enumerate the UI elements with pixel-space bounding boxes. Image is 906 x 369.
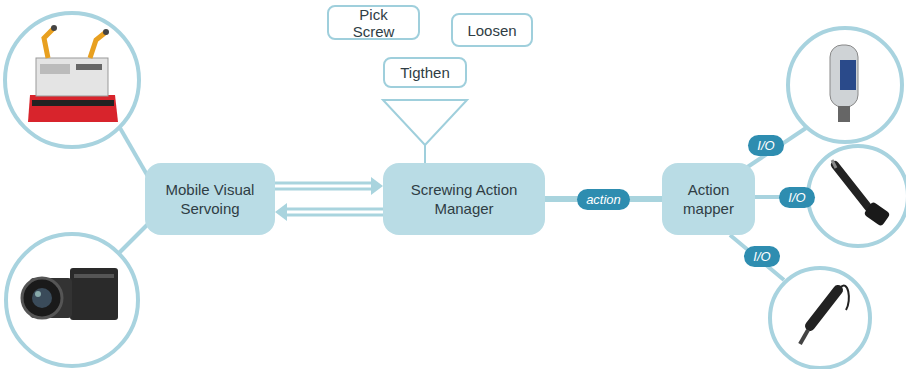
node-text: Action mapper [672,180,745,218]
connector [275,203,383,221]
process-box: Screwing Action Manager [383,163,545,235]
action-bubble: Loosen [451,13,533,47]
action-bubble: Pick Screw [327,5,420,40]
process-box: Mobile Visual Servoing [145,163,275,235]
io-label: I/O [779,187,814,208]
edge-label: action [577,189,630,210]
node-text: Tigthen [400,64,449,81]
io-label: I/O [748,135,783,156]
io-label: I/O [744,246,779,267]
connector [275,177,383,195]
node-text: Loosen [467,22,516,39]
action-bubble: Tigthen [383,57,467,88]
node-text: Mobile Visual Servoing [155,180,265,218]
node-text: Screwing Action Manager [393,180,535,218]
node-text: Pick Screw [337,6,410,40]
process-box: Action mapper [662,163,755,235]
